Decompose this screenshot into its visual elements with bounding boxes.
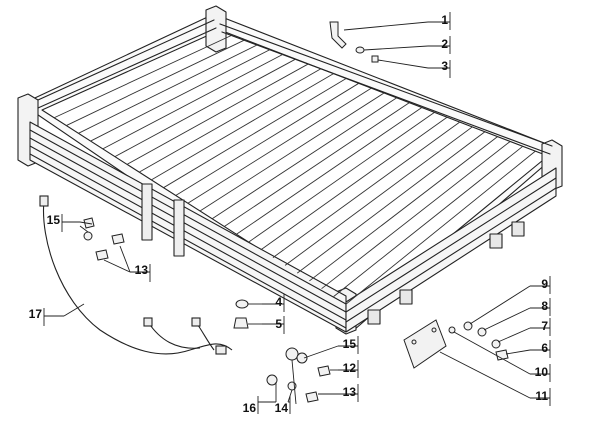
floor-rib <box>163 78 347 189</box>
floor-rib <box>284 126 473 266</box>
bolt-part <box>305 391 319 403</box>
hinge-3 <box>489 233 503 249</box>
callout-15-left: 15 <box>46 213 60 227</box>
clip-part <box>235 299 249 309</box>
plate-bracket <box>403 319 447 369</box>
connector-part <box>233 317 249 329</box>
floor-rib <box>102 53 284 150</box>
nut-part <box>266 374 278 386</box>
callout-13: 13 <box>342 385 356 399</box>
callout-13-left: 13 <box>134 263 148 277</box>
callout-5: 5 <box>275 317 282 331</box>
bolt-part <box>111 233 125 245</box>
wiring-harness <box>42 199 233 355</box>
floor-rib <box>78 44 259 134</box>
floor-rib <box>126 63 309 165</box>
floor-rib <box>53 34 233 119</box>
floor-rib <box>333 145 524 297</box>
floor-rib <box>90 48 271 142</box>
hinge-4 <box>511 221 525 237</box>
floor-rib <box>187 87 372 204</box>
screw-part <box>371 55 379 63</box>
corner-post-rear-right <box>205 5 227 53</box>
floor-rib <box>272 121 460 258</box>
washer-part <box>83 231 93 241</box>
bolt-part <box>95 249 109 261</box>
floor-rib <box>199 92 385 212</box>
callout-9: 9 <box>541 277 548 291</box>
callout-1: 1 <box>441 13 448 27</box>
hinge-1 <box>367 309 381 325</box>
floor-rib <box>309 136 498 282</box>
callout-12: 12 <box>342 361 356 375</box>
washer-part <box>296 352 308 364</box>
callout-2: 2 <box>441 37 448 51</box>
floor-rib <box>151 73 334 181</box>
floor-rib <box>260 116 448 251</box>
side-rib-2 <box>173 199 185 257</box>
callout-17: 17 <box>28 307 42 321</box>
callout-7: 7 <box>541 319 548 333</box>
callout-15: 15 <box>342 337 356 351</box>
callout-6: 6 <box>541 341 548 355</box>
floor-rib <box>66 39 246 126</box>
nut-part <box>448 326 456 334</box>
floor-ribs <box>53 34 536 305</box>
floor-rib <box>114 58 296 158</box>
callout-11: 11 <box>535 389 548 403</box>
bolt-part <box>495 349 509 361</box>
callout-8: 8 <box>541 299 548 313</box>
floor-rib <box>321 141 511 290</box>
floor-rib <box>248 112 435 243</box>
floor-rib <box>224 102 410 227</box>
floor-rib <box>236 107 423 235</box>
washer-part <box>285 347 299 361</box>
floor-rib <box>139 68 322 173</box>
bolt-part <box>83 217 95 229</box>
callout-14: 14 <box>274 401 288 415</box>
callout-4: 4 <box>275 295 282 309</box>
washer-part <box>355 46 365 54</box>
floor-rib <box>175 82 360 196</box>
callout-16: 16 <box>242 401 256 415</box>
hinge-2 <box>399 289 413 305</box>
bracket-part <box>329 21 347 49</box>
bolt-part <box>317 365 331 377</box>
callout-3: 3 <box>441 59 448 73</box>
floor-rib <box>345 150 536 305</box>
floor-rib <box>211 97 397 220</box>
floor-rib <box>296 131 486 274</box>
callout-10: 10 <box>534 365 548 379</box>
side-rib-1 <box>141 183 153 241</box>
